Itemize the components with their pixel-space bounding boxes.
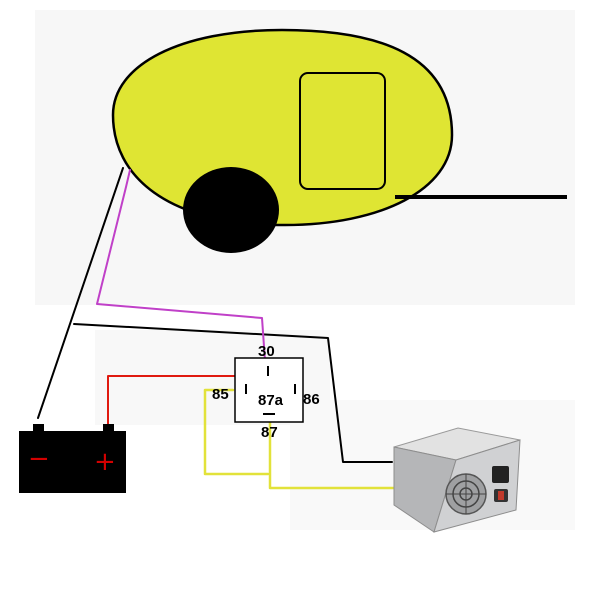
trailer-wheel-icon <box>183 167 279 253</box>
trailer-body <box>111 28 454 227</box>
relay-pin-85-label: 85 <box>212 386 229 403</box>
relay-pin-87a-label: 87a <box>258 392 284 409</box>
battery-case <box>19 431 126 493</box>
battery-negative-sign: − <box>28 444 50 474</box>
wire-yellow-85 <box>203 388 270 476</box>
relay-pin-87-label: 87 <box>261 424 278 441</box>
teardrop-trailer-icon <box>111 28 567 253</box>
wire-black-psu <box>73 323 393 463</box>
wire-yellow-87 <box>268 416 402 490</box>
relay-pin-86-label: 86 <box>303 391 320 408</box>
psu-power-socket <box>492 466 509 483</box>
car-battery-icon: − + <box>19 424 126 493</box>
trailer-door <box>299 72 386 190</box>
wire-black-ground <box>37 167 124 419</box>
psu-switch-rocker <box>498 491 504 500</box>
battery-terminal-positive <box>103 424 114 433</box>
wires <box>37 167 402 490</box>
automotive-relay-icon: 30 85 87a 86 87 <box>212 343 320 441</box>
atx-power-supply-icon <box>393 427 521 533</box>
battery-positive-sign: + <box>94 447 116 477</box>
battery-terminal-negative <box>33 424 44 433</box>
wire-purple-30 <box>96 169 267 376</box>
relay-pin-30-label: 30 <box>258 343 275 360</box>
